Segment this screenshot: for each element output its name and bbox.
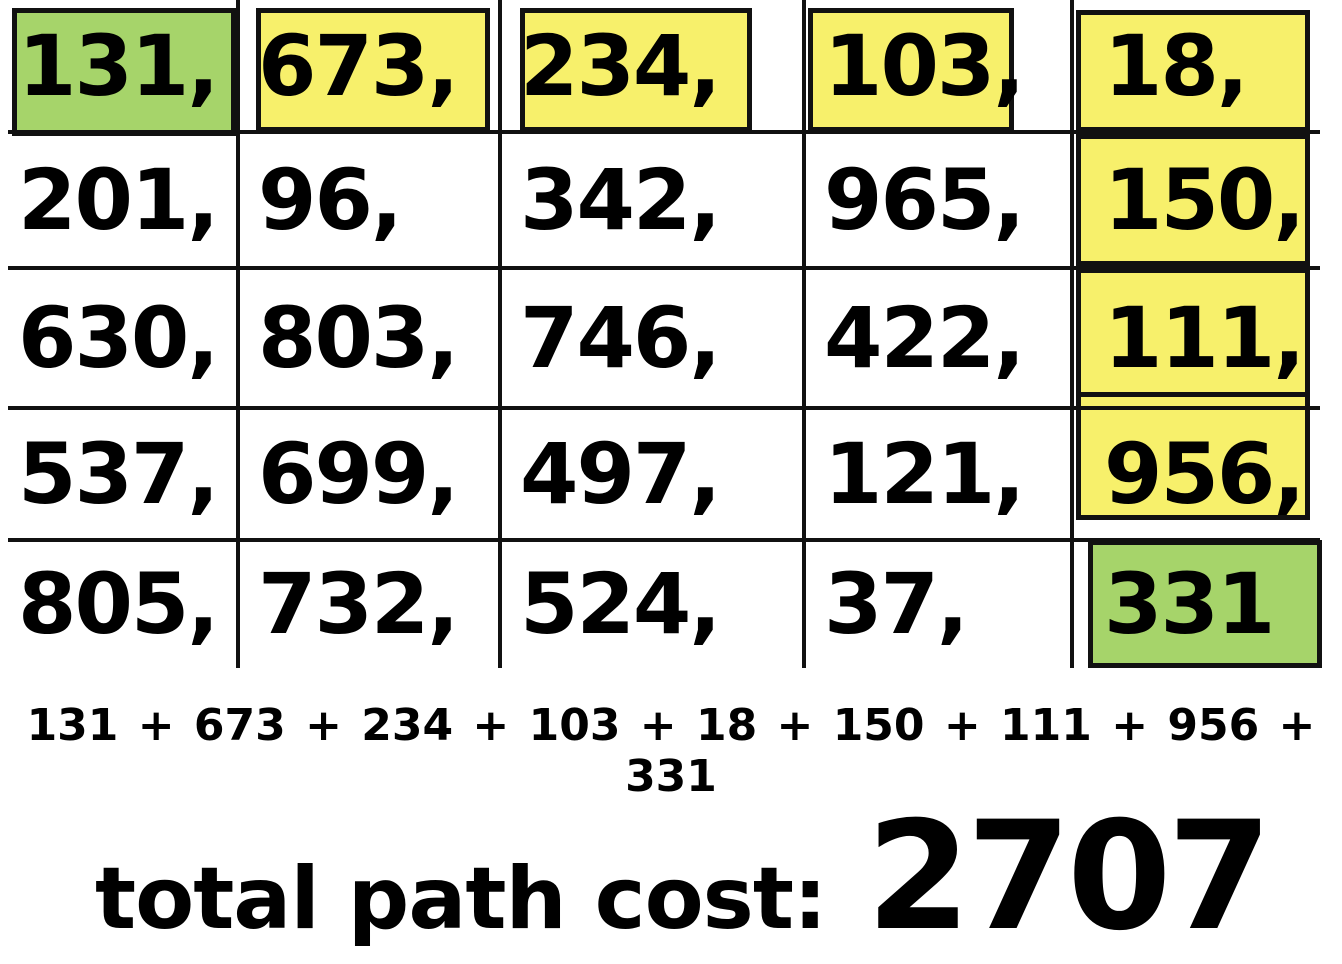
grid-divider [8,130,1320,134]
matrix-cell: 103, [824,17,1025,115]
matrix-cell: 699, [258,425,459,523]
endpoint-highlight [1088,540,1322,668]
matrix-cell: 131, [18,17,219,115]
path-highlight [1076,392,1310,520]
sum-expression: 131 + 673 + 234 + 103 + 18 + 150 + 111 +… [26,700,1316,802]
matrix-cell: 630, [18,289,219,387]
matrix-cell: 497, [520,425,721,523]
path-highlight [808,8,1014,132]
total-path-cost: total path cost: 2707 [95,790,1272,964]
matrix-cell: 234, [520,17,721,115]
path-highlight [1076,10,1310,132]
matrix-cell: 732, [258,555,459,653]
matrix-cell: 18, [1104,17,1249,115]
path-highlight [520,8,752,132]
matrix-cell: 111, [1104,289,1305,387]
matrix-cell: 673, [258,17,459,115]
matrix-cell: 746, [520,289,721,387]
matrix-cell: 37, [824,555,969,653]
matrix-cell: 342, [520,151,721,249]
matrix-cell: 805, [18,555,219,653]
grid-divider [8,266,1320,270]
matrix-cell: 150, [1104,151,1305,249]
path-highlight [1076,134,1310,266]
path-highlight [256,8,490,132]
grid-divider [498,0,502,668]
matrix-cell: 956, [1104,425,1305,523]
path-highlight [1076,268,1310,400]
matrix-cell: 201, [18,151,219,249]
total-label: total path cost: [95,849,827,949]
matrix-grid: 131, 673, 234, 103, 18, 201, 96, 342, 965, 150, 63… [8,0,1322,668]
matrix-cell: 537, [18,425,219,523]
matrix-cell: 331 [1104,555,1275,653]
total-value: 2707 [866,790,1271,964]
matrix-cell: 121, [824,425,1025,523]
grid-divider [8,406,1320,410]
grid-divider [802,0,806,668]
matrix-cell: 96, [258,151,403,249]
grid-divider [236,0,240,668]
grid-divider [8,538,1320,542]
matrix-cell: 524, [520,555,721,653]
matrix-cell: 965, [824,151,1025,249]
matrix-cell: 803, [258,289,459,387]
grid-divider [1070,0,1074,668]
matrix-cell: 422, [824,289,1025,387]
